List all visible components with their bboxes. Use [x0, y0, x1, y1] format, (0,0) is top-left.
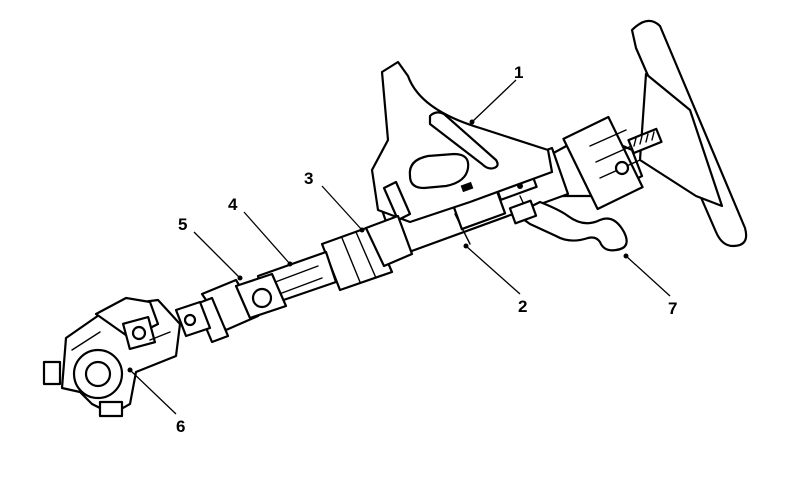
leader-dot-4	[287, 261, 293, 267]
universal-joint	[174, 272, 288, 344]
leader-lines	[127, 79, 671, 415]
callout-7: 7	[668, 299, 677, 318]
leader-1	[471, 79, 517, 123]
leader-dot-2	[463, 243, 469, 249]
callout-labels: 1 2 3 4 5 6 7	[176, 63, 677, 436]
mounting-bracket	[370, 60, 554, 224]
callout-6: 6	[176, 417, 185, 436]
callout-5: 5	[178, 215, 187, 234]
leader-6	[129, 369, 177, 415]
leader-2	[465, 245, 521, 295]
leader-5	[193, 231, 241, 279]
leader-7	[625, 255, 671, 297]
leader-4	[243, 211, 291, 265]
callout-3: 3	[304, 169, 313, 188]
leader-dot-5	[237, 275, 243, 281]
callout-4: 4	[228, 195, 238, 214]
column-collar	[320, 214, 414, 292]
leader-dot-3	[359, 227, 365, 233]
wheel-hub	[546, 115, 663, 211]
adjustment-lever	[508, 199, 628, 252]
leader-dot-7	[623, 253, 629, 259]
leader-dot-6	[127, 367, 133, 373]
leader-dot-1	[469, 119, 475, 125]
callout-2: 2	[518, 297, 527, 316]
steering-gear	[42, 296, 182, 418]
callout-1: 1	[514, 63, 523, 82]
leader-3	[321, 185, 363, 231]
